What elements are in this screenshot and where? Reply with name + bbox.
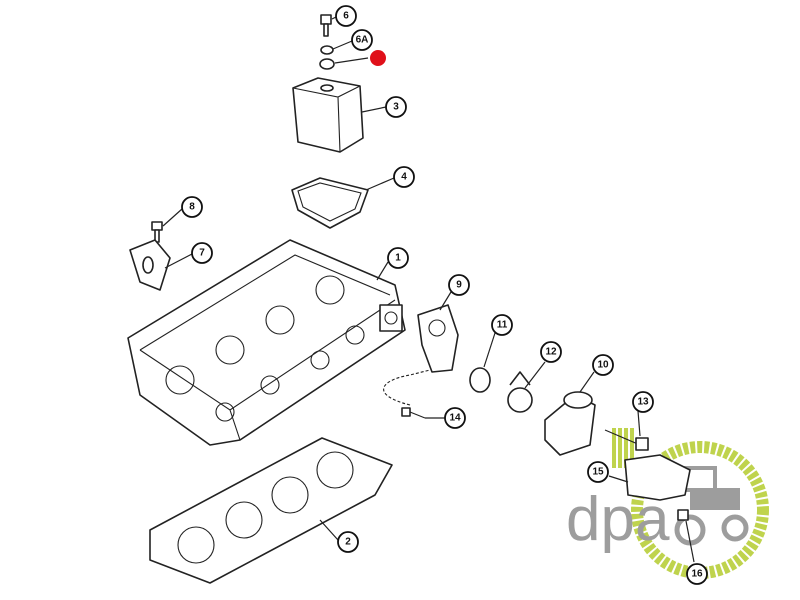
callout-14[interactable]: 14: [444, 407, 466, 429]
callout-6a[interactable]: 6A: [351, 29, 373, 51]
svg-text:10: 10: [597, 360, 609, 371]
svg-text:4: 4: [401, 172, 407, 183]
thermostat-gasket-9: [417, 304, 459, 373]
screw-8: [151, 221, 163, 243]
screw-6: [320, 14, 332, 37]
bolt-16: [677, 509, 689, 521]
callout-7[interactable]: 7: [191, 242, 213, 264]
bolt-14: [401, 407, 426, 419]
svg-text:7: 7: [199, 248, 205, 259]
callout-1[interactable]: 1: [387, 247, 409, 269]
head-gasket-2: [149, 437, 393, 584]
callout-12[interactable]: 12: [540, 341, 562, 363]
seal-washer: [319, 58, 335, 70]
callout-6[interactable]: 6: [335, 5, 357, 27]
seal-11: [469, 367, 491, 393]
callout-3[interactable]: 3: [385, 96, 407, 118]
thermostat-12: [507, 371, 533, 413]
svg-text:2: 2: [345, 537, 351, 548]
cylinder-head-1: [127, 239, 406, 446]
bolt-13: [604, 429, 649, 451]
callout-2[interactable]: 2: [337, 531, 359, 553]
svg-text:13: 13: [637, 397, 649, 408]
highlight-marker[interactable]: [370, 50, 386, 66]
svg-text:15: 15: [592, 467, 604, 478]
callout-11[interactable]: 11: [491, 314, 513, 336]
callout-9[interactable]: 9: [448, 274, 470, 296]
callout-16[interactable]: 16: [686, 563, 708, 585]
lifting-bracket-7: [129, 239, 171, 291]
svg-text:6: 6: [343, 11, 349, 22]
callout-8[interactable]: 8: [181, 196, 203, 218]
leader-lines: [162, 16, 695, 563]
svg-text:12: 12: [545, 347, 557, 358]
svg-text:11: 11: [497, 320, 508, 331]
svg-text:8: 8: [189, 202, 195, 213]
washer-6a: [320, 45, 334, 55]
svg-text:1: 1: [395, 253, 401, 264]
callout-15[interactable]: 15: [587, 461, 609, 483]
svg-text:14: 14: [449, 413, 461, 424]
callout-4[interactable]: 4: [393, 166, 415, 188]
valve-cover-3: [292, 77, 364, 153]
svg-text:3: 3: [393, 102, 399, 113]
callout-13[interactable]: 13: [632, 391, 654, 413]
dpa-logo-watermark: dpa: [566, 428, 769, 579]
bracket-15: [624, 454, 691, 501]
svg-text:16: 16: [691, 569, 703, 580]
svg-text:6A: 6A: [356, 35, 369, 46]
svg-text:9: 9: [456, 280, 462, 291]
thermostat-housing-10: [544, 391, 596, 456]
callout-10[interactable]: 10: [592, 354, 614, 376]
